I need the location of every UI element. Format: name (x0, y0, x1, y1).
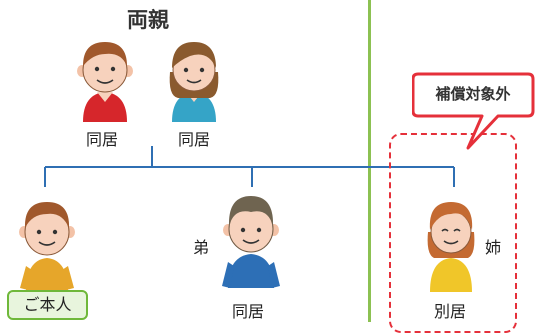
mother-status: 同居 (178, 130, 211, 149)
self-figure (19, 202, 75, 292)
sister-figure (427, 202, 475, 292)
sister-label: 姉 (485, 238, 502, 257)
section-divider (368, 0, 371, 322)
brother-status: 同居 (232, 302, 265, 321)
brother-figure (222, 196, 280, 288)
excluded-callout-bubble (412, 72, 535, 150)
self-badge: ご本人 (7, 290, 88, 320)
parents-title: 両親 (127, 8, 169, 32)
sister-status: 別居 (434, 302, 467, 321)
brother-label: 弟 (193, 238, 210, 257)
father-figure (77, 42, 133, 122)
excluded-callout-text: 補償対象外 (435, 85, 511, 103)
family-tree-lines (44, 146, 455, 187)
mother-figure (169, 42, 219, 122)
father-status: 同居 (86, 130, 119, 149)
